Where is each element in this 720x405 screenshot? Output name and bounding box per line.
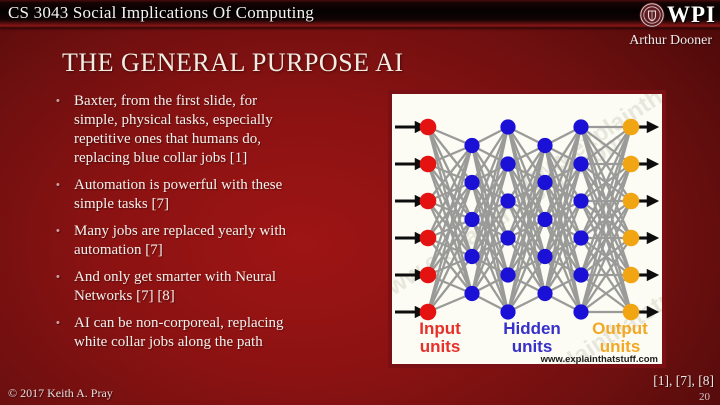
bullet-text: And only get smarter with Neural Network… <box>74 269 277 304</box>
bullet-list: • Baxter, from the first slide, for simp… <box>56 92 378 360</box>
author-name: Arthur Dooner <box>629 33 712 48</box>
bullet-icon: • <box>56 95 60 107</box>
bullet-icon: • <box>56 179 60 191</box>
bullet-text: AI can be non-corporeal, replacing white… <box>74 315 284 350</box>
copyright: © 2017 Keith A. Pray <box>8 386 113 400</box>
page-number: 20 <box>699 391 710 403</box>
list-item: • Baxter, from the first slide, for simp… <box>56 92 378 168</box>
svg-text:units: units <box>600 337 641 356</box>
svg-text:www.explainthatstuff.com: www.explainthatstuff.com <box>540 354 658 364</box>
svg-text:units: units <box>420 337 461 356</box>
list-item: • Automation is powerful with these simp… <box>56 176 378 214</box>
bullet-text: Automation is powerful with these simple… <box>74 177 283 212</box>
bullet-icon: • <box>56 317 60 329</box>
bullet-text: Baxter, from the first slide, for simple… <box>74 93 273 166</box>
list-item: • And only get smarter with Neural Netwo… <box>56 268 378 306</box>
bullet-text: Many jobs are replaced yearly with autom… <box>74 223 286 258</box>
header-bar: CS 3043 Social Implications Of Computing… <box>0 0 720 28</box>
bullet-icon: • <box>56 271 60 283</box>
svg-text:Hidden: Hidden <box>503 319 561 338</box>
svg-text:Input: Input <box>419 319 461 338</box>
wpi-logo-text: WPI <box>667 2 716 27</box>
bullet-icon: • <box>56 225 60 237</box>
svg-text:Output: Output <box>592 319 648 338</box>
svg-text:units: units <box>512 337 553 356</box>
page-title: THE GENERAL PURPOSE AI <box>62 48 404 77</box>
course-title: CS 3043 Social Implications Of Computing <box>8 3 314 22</box>
citations: [1], [7], [8] <box>653 373 714 388</box>
list-item: • AI can be non-corporeal, replacing whi… <box>56 314 378 352</box>
list-item: • Many jobs are replaced yearly with aut… <box>56 222 378 260</box>
wpi-seal-icon <box>639 2 665 28</box>
neural-network-svg: www.explainthatstuff.comwww.explainthats… <box>392 94 662 364</box>
wpi-logo: WPI <box>639 1 716 29</box>
